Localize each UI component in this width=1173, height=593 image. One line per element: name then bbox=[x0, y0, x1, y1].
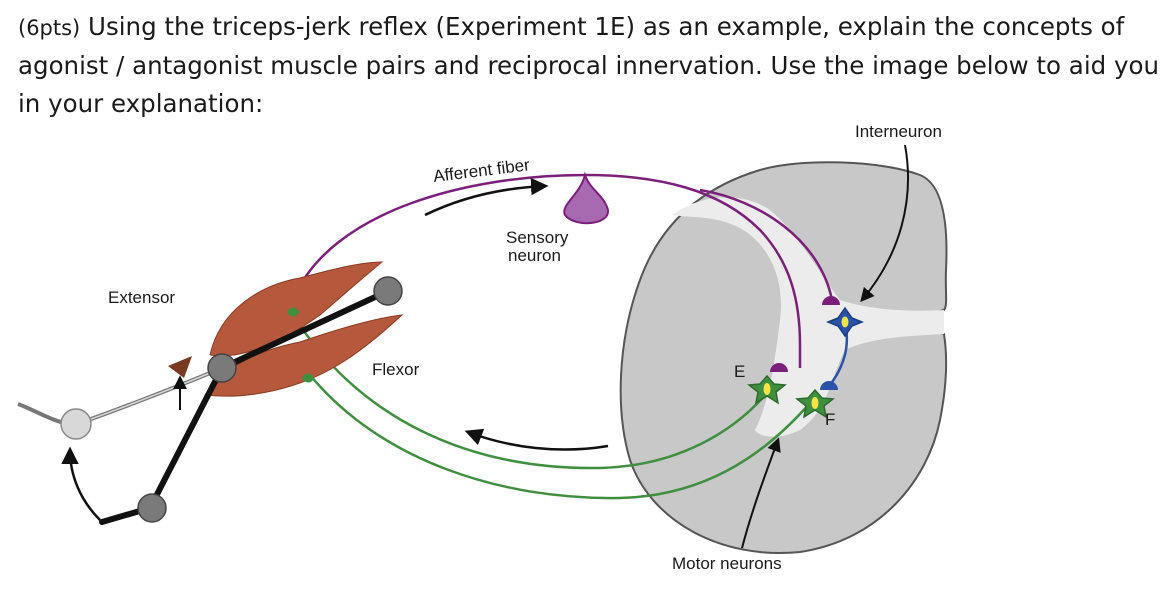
sensory-neuron-soma bbox=[563, 171, 609, 225]
motor-fiber-extensor bbox=[291, 314, 768, 470]
label-extensor: Extensor bbox=[108, 288, 175, 307]
gray-matter-channel bbox=[672, 197, 944, 437]
label-neuron: neuron bbox=[508, 246, 561, 265]
question-points: (6pts) bbox=[18, 16, 81, 40]
nmj-flexor bbox=[302, 373, 314, 383]
motor-neurons-pointer bbox=[741, 437, 781, 549]
afferent-terminal-interneuron bbox=[822, 296, 840, 305]
afferent-fiber bbox=[291, 173, 802, 368]
nmj-extensor bbox=[287, 307, 299, 317]
interneuron-terminal bbox=[820, 381, 838, 390]
hammer-handle bbox=[17, 366, 223, 427]
wrist-joint bbox=[137, 493, 167, 523]
motor-fiber-flexor bbox=[309, 374, 811, 500]
question-body: Using the triceps-jerk reflex (Experimen… bbox=[18, 12, 1159, 118]
label-motor-neurons: Motor neurons bbox=[672, 554, 782, 573]
label-interneuron: Interneuron bbox=[855, 122, 942, 141]
upper-arm-bone bbox=[219, 288, 391, 371]
movement-arrow bbox=[61, 446, 101, 521]
afferent-direction-arrow bbox=[424, 177, 549, 217]
label-afferent-fiber: Afferent fiber bbox=[432, 155, 531, 186]
afferent-terminal-extensor bbox=[770, 363, 788, 372]
reflex-hammer-tip bbox=[168, 356, 192, 378]
label-sensory: Sensory bbox=[506, 228, 569, 247]
hammer-head bbox=[60, 408, 92, 440]
shoulder-joint bbox=[373, 276, 403, 306]
question-text: (6pts) Using the triceps-jerk reflex (Ex… bbox=[18, 8, 1168, 123]
label-flexor: Flexor bbox=[372, 360, 420, 379]
label-f: F bbox=[825, 410, 835, 429]
efferent-direction-arrow bbox=[464, 428, 609, 451]
forearm-bone bbox=[147, 365, 225, 511]
label-e: E bbox=[734, 362, 745, 381]
interneuron-pointer bbox=[860, 144, 910, 303]
flexor-muscle bbox=[204, 314, 404, 397]
afferent-branch-interneuron bbox=[699, 188, 834, 301]
elbow-joint bbox=[207, 353, 237, 383]
